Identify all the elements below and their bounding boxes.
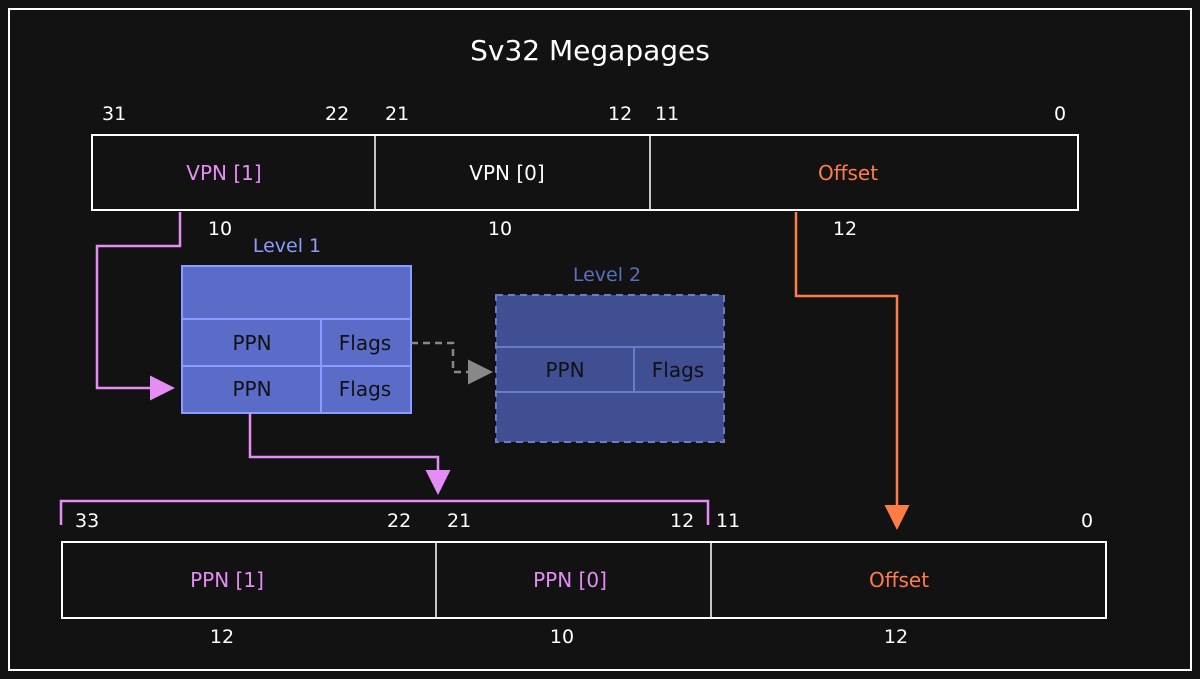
pa-bit-12: 12 (670, 510, 694, 532)
level1-row2-flags: Flags (339, 377, 391, 401)
va-bit-21: 21 (385, 103, 409, 125)
va-bit-22: 22 (325, 103, 349, 125)
level2-row1-flags: Flags (652, 358, 704, 382)
pa-box (61, 541, 1107, 619)
pa-width-ppn1: 12 (210, 626, 234, 648)
va-bit-11: 11 (655, 103, 679, 125)
level2-table: Level 2 PPN Flags (495, 264, 725, 443)
pa-bit-22: 22 (387, 510, 411, 532)
arrow-offset-to-offset (794, 212, 910, 530)
virtual-address: 31 22 21 12 11 0 VPN [1] VPN [0] Offset … (91, 103, 1079, 240)
pa-width-offset: 12 (884, 626, 908, 648)
pa-bit-21: 21 (447, 510, 471, 532)
level1-row2-ppn: PPN (232, 377, 271, 401)
va-width-vpn1: 10 (208, 218, 232, 240)
level2-label: Level 2 (573, 264, 641, 286)
pa-width-ppn0: 10 (550, 626, 574, 648)
level1-table: Level 1 PPN Flags PPN Flags (181, 235, 412, 414)
level1-label: Level 1 (253, 235, 321, 257)
va-bit-12: 12 (608, 103, 632, 125)
va-width-offset: 12 (833, 218, 857, 240)
va-bit-31: 31 (102, 103, 126, 125)
arrow-flags-to-level2 (411, 341, 493, 385)
va-box (91, 134, 1079, 211)
level2-box (495, 294, 725, 443)
pa-bit-33: 33 (75, 510, 99, 532)
level1-row1-ppn: PPN (232, 331, 271, 355)
arrow-vpn1-to-level1 (95, 212, 182, 401)
level1-row1-flags: Flags (339, 331, 391, 355)
diagram-title: Sv32 Megapages (470, 34, 710, 67)
physical-address: 33 22 21 12 11 0 PPN [1] PPN [0] Offset … (59, 499, 1107, 648)
va-field-offset: Offset (818, 161, 878, 185)
level2-row1-ppn: PPN (545, 358, 584, 382)
ppn-bracket (59, 499, 710, 525)
outer-frame (8, 8, 1192, 671)
va-width-vpn0: 10 (488, 218, 512, 240)
pa-field-offset: Offset (869, 568, 929, 592)
va-field-vpn0: VPN [0] (469, 161, 544, 185)
va-field-vpn1: VPN [1] (186, 161, 261, 185)
arrow-level1-to-ppn (248, 413, 451, 495)
pa-field-ppn0: PPN [0] (533, 568, 607, 592)
va-bit-0: 0 (1054, 103, 1066, 125)
level1-box (181, 265, 412, 414)
pa-field-ppn1: PPN [1] (190, 568, 264, 592)
pa-bit-0: 0 (1081, 510, 1093, 532)
pa-bit-11: 11 (716, 510, 740, 532)
